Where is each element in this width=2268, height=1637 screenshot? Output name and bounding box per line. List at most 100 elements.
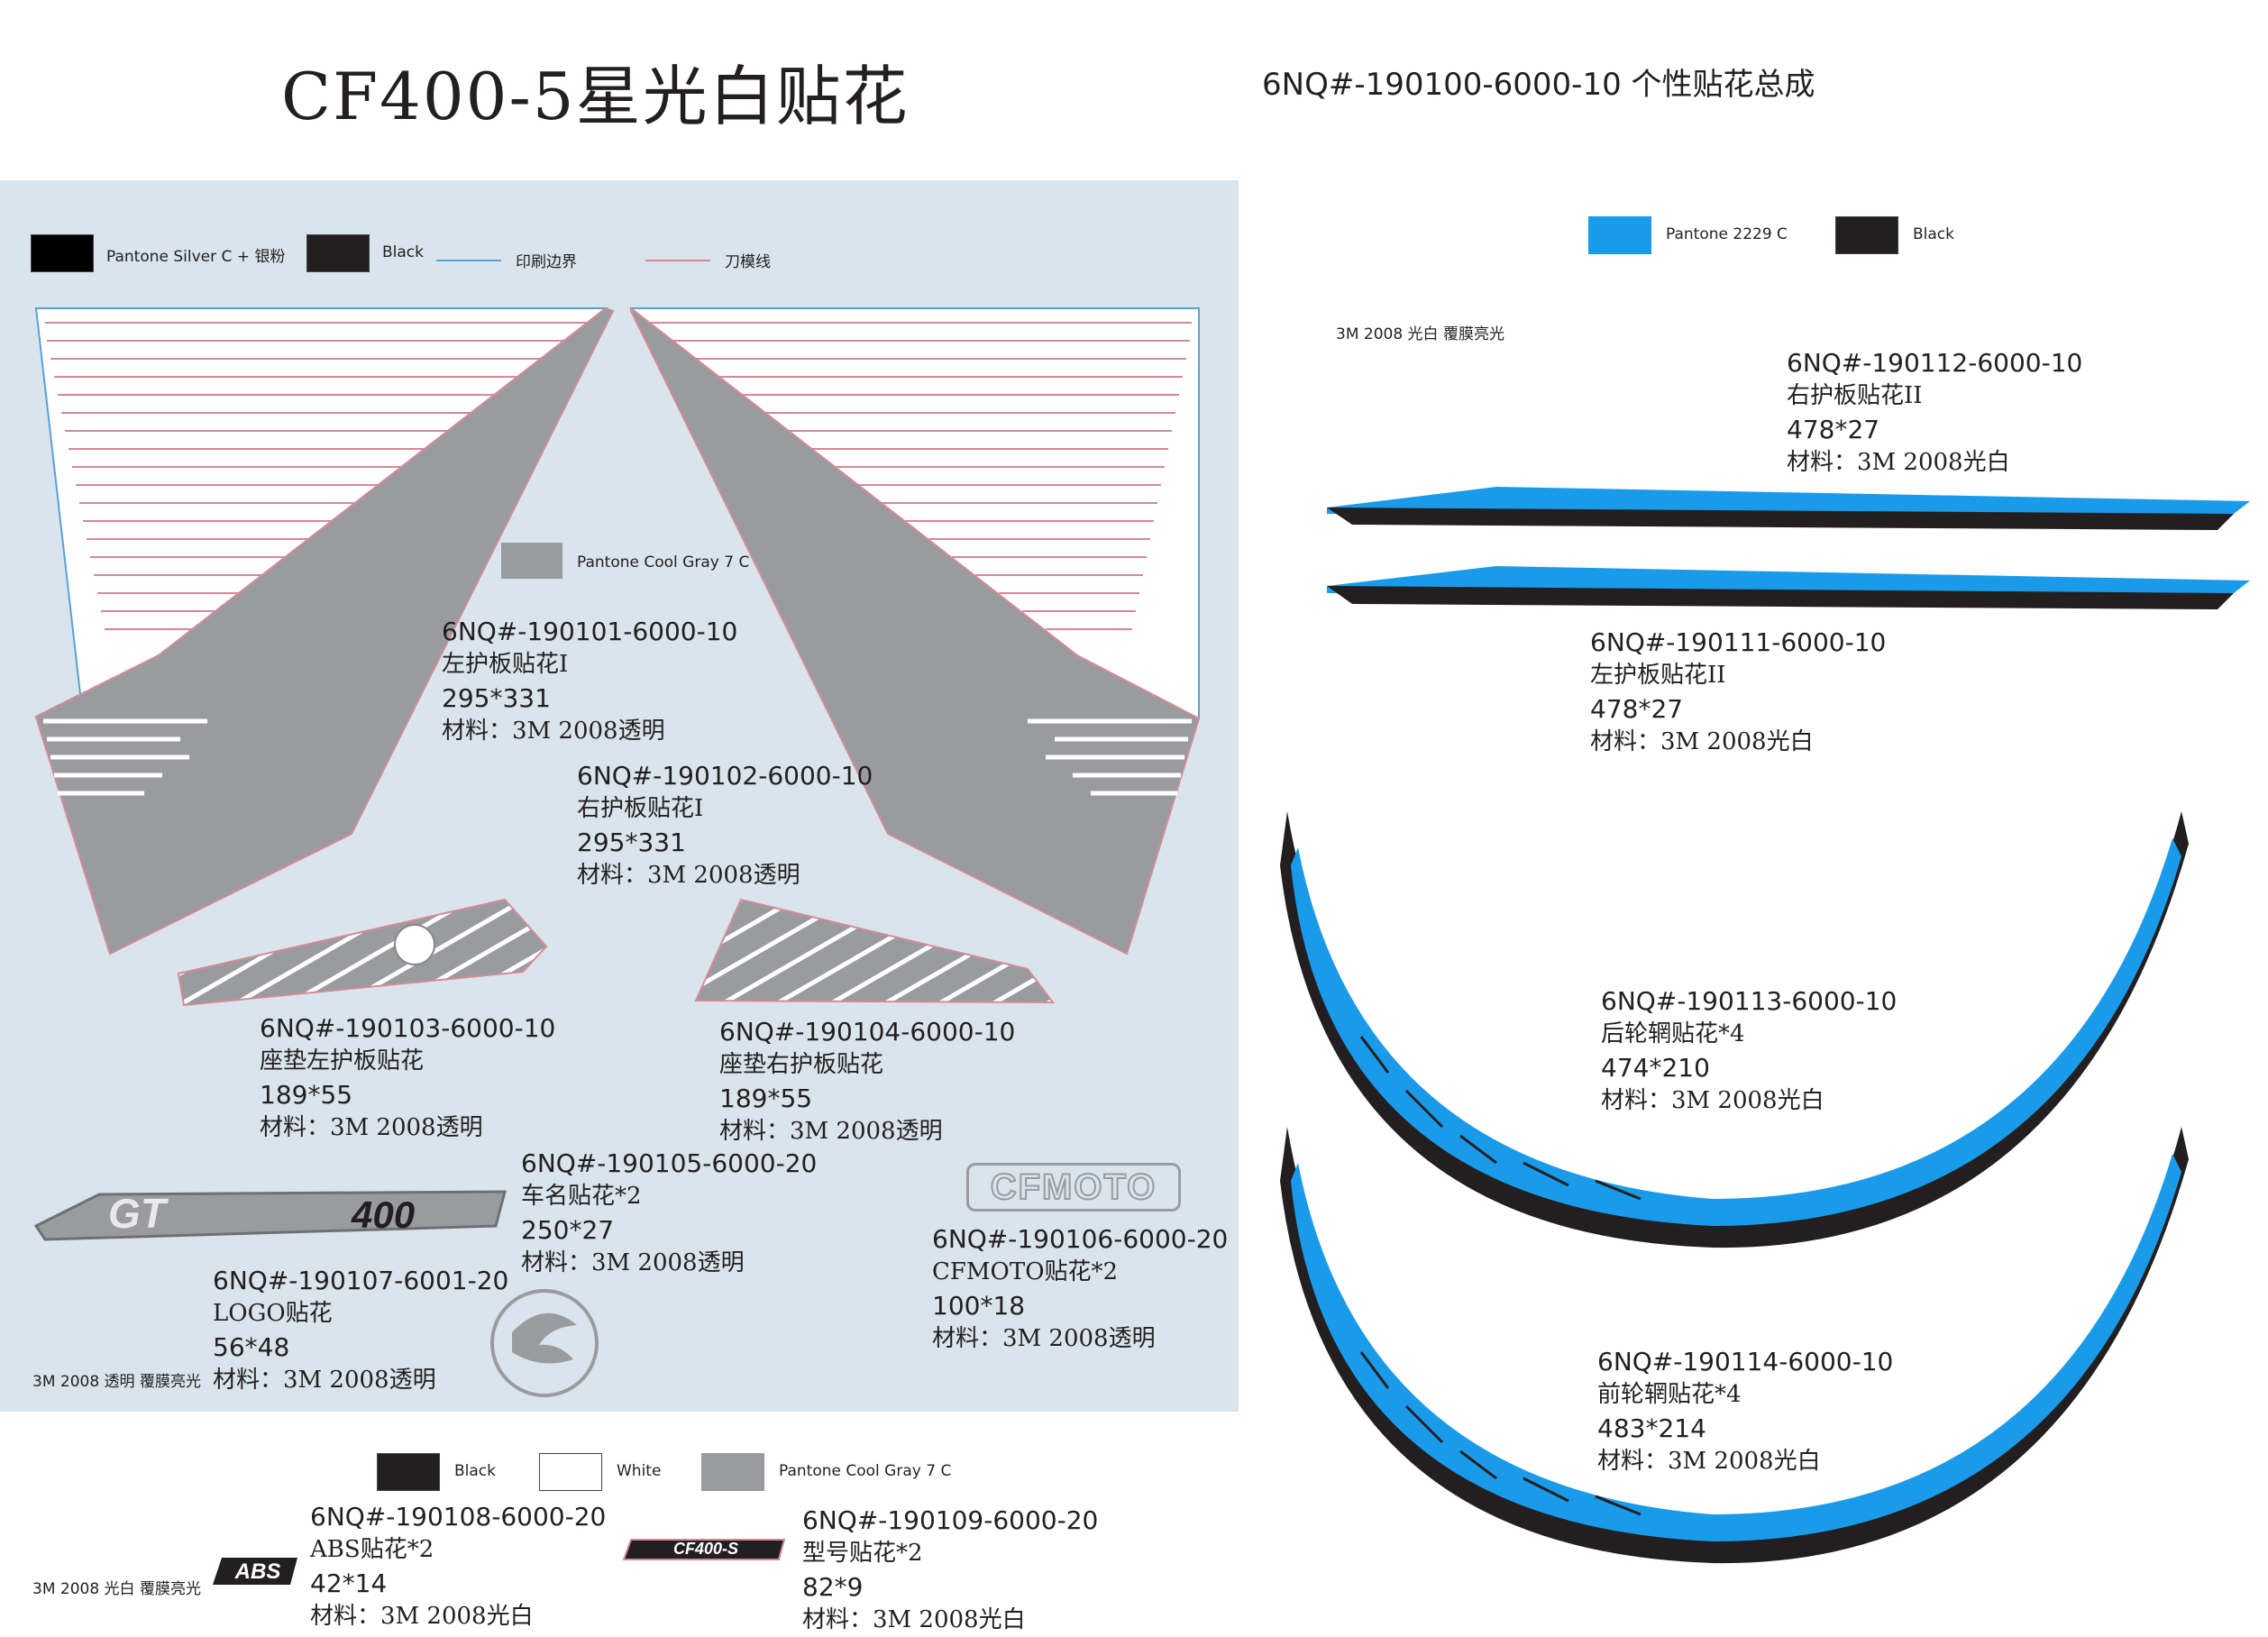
model-decal-text: CF400-S (672, 1540, 739, 1558)
black-legend-label: Black (382, 243, 424, 261)
part-material: 材料：3M 2008透明 (521, 1249, 745, 1276)
part-number: 6NQ#-190101-6000-10 (442, 617, 738, 646)
part-label: 6NQ#-190103-6000-10 座垫左护板贴花 189*55 材料：3M… (260, 1011, 555, 1145)
pantone-2229-swatch (1588, 216, 1651, 254)
part-material: 材料：3M 2008光白 (1597, 1448, 1821, 1475)
white-label: White (617, 1462, 662, 1480)
gt400-name-decal: GT 400 (33, 1190, 507, 1241)
part-size: 478*27 (1787, 415, 1880, 444)
part-number: 6NQ#-190113-6000-10 (1601, 986, 1898, 1016)
seat-right-decal (694, 898, 1056, 1004)
part-name: 车名贴花*2 (521, 1183, 642, 1210)
left-fairing-decal-1 (34, 306, 615, 956)
part-size: 100*18 (932, 1291, 1026, 1321)
right-fairing-decal-1 (629, 306, 1201, 956)
rear-rim-decal (1280, 811, 2189, 1248)
bottom-black-label: Black (454, 1462, 496, 1480)
part-label: 6NQ#-190108-6000-20 ABS贴花*2 42*14 材料：3M … (310, 1500, 606, 1633)
cool-gray-label: Pantone Cool Gray 7 C (577, 553, 750, 572)
part-label: 6NQ#-190101-6000-10 左护板贴花I 295*331 材料：3M… (442, 615, 737, 748)
part-size: 250*27 (521, 1215, 615, 1245)
bottom-material-note: 3M 2008 光白 覆膜亮光 (32, 1580, 201, 1598)
part-name: 左护板贴花II (1590, 662, 1726, 689)
svg-text:GT: GT (108, 1190, 169, 1237)
part-number: 6NQ#-190103-6000-10 (260, 1013, 556, 1043)
front-rim-decal (1280, 1127, 2189, 1564)
part-material: 材料：3M 2008透明 (719, 1118, 943, 1145)
part-number: 6NQ#-190111-6000-10 (1590, 627, 1887, 657)
part-material: 材料：3M 2008透明 (260, 1114, 483, 1141)
seat-left-decal (177, 898, 548, 1007)
print-border-label: 印刷边界 (516, 253, 577, 271)
assembly-part-number: 6NQ#-190100-6000-10 个性贴花总成 (1262, 67, 1815, 103)
part-material: 材料：3M 2008光白 (1601, 1087, 1824, 1114)
part-label: 6NQ#-190109-6000-20 型号贴花*2 82*9 材料：3M 20… (802, 1504, 1098, 1637)
page-title: CF400-5星光白贴花 (281, 59, 910, 134)
part-name: LOGO贴花 (213, 1300, 333, 1327)
part-name: 型号贴花*2 (802, 1540, 923, 1567)
part-material: 材料：3M 2008透明 (442, 718, 665, 745)
svg-text:400: 400 (351, 1193, 415, 1236)
part-size: 295*331 (577, 828, 686, 857)
right-fairing-decal-2 (1327, 487, 2250, 530)
left-fairing-stripes (45, 322, 588, 630)
part-label: 6NQ#-190113-6000-10 后轮辋贴花*4 474*210 材料：3… (1601, 984, 1897, 1118)
part-size: 42*14 (310, 1568, 388, 1598)
part-size: 189*55 (260, 1080, 353, 1110)
part-size: 56*48 (213, 1332, 290, 1362)
abs-decal (213, 1558, 297, 1585)
part-number: 6NQ#-190106-6000-20 (932, 1224, 1229, 1254)
part-label: 6NQ#-190111-6000-10 左护板贴花II 478*27 材料：3M… (1590, 626, 1886, 759)
white-swatch (539, 1453, 602, 1491)
abs-decal-text: ABS (234, 1559, 281, 1584)
black-swatch (306, 234, 370, 272)
part-label: 6NQ#-190112-6000-10 右护板贴花II 478*27 材料：3M… (1787, 346, 2082, 480)
bottom-gray-label: Pantone Cool Gray 7 C (779, 1462, 952, 1480)
part-material: 材料：3M 2008光白 (1787, 449, 2010, 476)
die-line-label: 刀模线 (725, 253, 771, 271)
part-material: 材料：3M 2008光白 (310, 1603, 534, 1630)
right-fairing-stripes (649, 322, 1192, 630)
part-size: 474*210 (1601, 1053, 1710, 1083)
part-label: 6NQ#-190105-6000-20 车名贴花*2 250*27 材料：3M … (521, 1147, 817, 1280)
part-name: 左护板贴花I (442, 651, 569, 678)
part-label: 6NQ#-190104-6000-10 座垫右护板贴花 189*55 材料：3M… (719, 1015, 1015, 1148)
left-fairing-decal-2 (1327, 566, 2250, 609)
part-name: 前轮辋贴花*4 (1597, 1381, 1742, 1408)
model-decal (622, 1539, 786, 1560)
part-material: 材料：3M 2008透明 (213, 1367, 436, 1394)
bottom-black-swatch (377, 1453, 440, 1491)
part-number: 6NQ#-190114-6000-10 (1597, 1347, 1894, 1376)
part-name: CFMOTO贴花*2 (932, 1258, 1119, 1285)
right-material-note: 3M 2008 光白 覆膜亮光 (1336, 325, 1504, 343)
left-material-note: 3M 2008 透明 覆膜亮光 (32, 1373, 201, 1391)
part-number: 6NQ#-190108-6000-20 (310, 1502, 607, 1532)
right-black-label: Black (1913, 225, 1954, 243)
part-material: 材料：3M 2008透明 (577, 862, 800, 889)
part-size: 483*214 (1597, 1413, 1706, 1443)
part-number: 6NQ#-190109-6000-20 (802, 1505, 1099, 1535)
part-material: 材料：3M 2008透明 (932, 1325, 1156, 1352)
part-name: 后轮辋贴花*4 (1601, 1020, 1745, 1047)
right-black-swatch (1835, 216, 1898, 254)
part-size: 82*9 (802, 1572, 864, 1602)
part-size: 189*55 (719, 1084, 813, 1113)
part-label: 6NQ#-190106-6000-20 CFMOTO贴花*2 100*18 材料… (932, 1222, 1228, 1356)
part-number: 6NQ#-190105-6000-20 (521, 1148, 818, 1178)
cfmoto-text-decal: CFMOTO (966, 1163, 1181, 1212)
part-label: 6NQ#-190102-6000-10 右护板贴花I 295*331 材料：3M… (577, 759, 873, 892)
part-name: ABS贴花*2 (310, 1536, 434, 1563)
silver-swatch (31, 234, 94, 272)
die-line (645, 260, 710, 261)
part-number: 6NQ#-190112-6000-10 (1787, 348, 2083, 378)
pantone-2229-label: Pantone 2229 C (1666, 225, 1788, 243)
part-label: 6NQ#-190114-6000-10 前轮辋贴花*4 483*214 材料：3… (1597, 1345, 1893, 1478)
part-number: 6NQ#-190107-6001-20 (213, 1266, 509, 1295)
part-name: 右护板贴花I (577, 795, 704, 822)
print-border-line (436, 260, 501, 261)
part-name: 座垫左护板贴花 (260, 1047, 425, 1075)
silver-legend-label: Pantone Silver C + 银粉 (106, 248, 286, 266)
part-number: 6NQ#-190104-6000-10 (719, 1017, 1016, 1047)
cfmoto-logo-decal (490, 1289, 599, 1397)
